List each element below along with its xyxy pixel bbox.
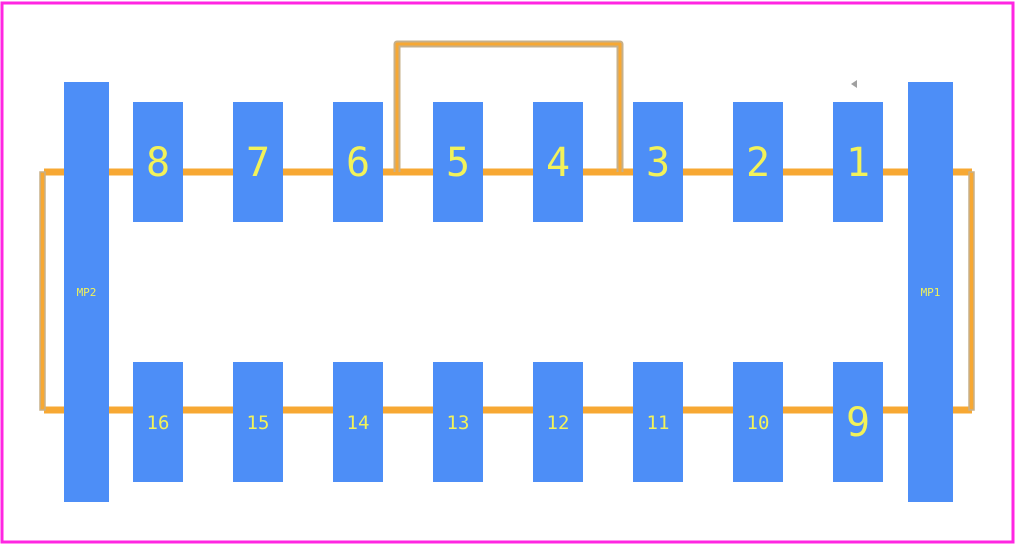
pad-1 bbox=[833, 102, 883, 222]
pad-14 bbox=[333, 362, 383, 482]
pad-label-15: 15 bbox=[247, 412, 270, 434]
pad-label-1: 1 bbox=[846, 140, 870, 186]
pad-label-2: 2 bbox=[746, 140, 770, 186]
pad-label-13: 13 bbox=[447, 412, 470, 434]
pad-label-7: 7 bbox=[246, 140, 270, 186]
pad-label-16: 16 bbox=[147, 412, 170, 434]
mount-pad-label-mp1: MP1 bbox=[921, 286, 941, 299]
pad-8 bbox=[133, 102, 183, 222]
trace-layer bbox=[39, 40, 975, 414]
pad-6 bbox=[333, 102, 383, 222]
pad-label-5: 5 bbox=[446, 140, 470, 186]
pad-label-14: 14 bbox=[347, 412, 370, 434]
pad-3 bbox=[633, 102, 683, 222]
trace-left-vertical bbox=[39, 171, 46, 411]
pad-15 bbox=[233, 362, 283, 482]
pin1-marker-icon bbox=[851, 80, 857, 88]
pad-7 bbox=[233, 102, 283, 222]
pad-label-6: 6 bbox=[346, 140, 370, 186]
pad-label-3: 3 bbox=[646, 140, 670, 186]
pad-label-11: 11 bbox=[647, 412, 670, 434]
pad-label-10: 10 bbox=[747, 412, 770, 434]
pad-label-8: 8 bbox=[146, 140, 170, 186]
pad-16 bbox=[133, 362, 183, 482]
mount-pads: MP2 MP1 bbox=[64, 82, 953, 502]
pad-4 bbox=[533, 102, 583, 222]
pad-label-12: 12 bbox=[547, 412, 570, 434]
trace-right-vertical bbox=[968, 171, 975, 411]
mount-pad-mp1 bbox=[908, 82, 953, 502]
trace-bridge bbox=[393, 40, 624, 172]
pad-9 bbox=[833, 362, 883, 482]
pad-row-top: 8 7 6 5 4 3 2 1 bbox=[133, 102, 883, 222]
pad-5 bbox=[433, 102, 483, 222]
pad-11 bbox=[633, 362, 683, 482]
pad-13 bbox=[433, 362, 483, 482]
pad-label-4: 4 bbox=[546, 140, 570, 186]
pad-row-bottom: 16 15 14 13 12 11 10 9 bbox=[133, 362, 883, 482]
mount-pad-mp2 bbox=[64, 82, 109, 502]
trace-bridge-core bbox=[395, 42, 622, 172]
pad-10 bbox=[733, 362, 783, 482]
pad-12 bbox=[533, 362, 583, 482]
mount-pad-label-mp2: MP2 bbox=[77, 286, 97, 299]
pad-2 bbox=[733, 102, 783, 222]
pad-label-9: 9 bbox=[846, 400, 870, 446]
